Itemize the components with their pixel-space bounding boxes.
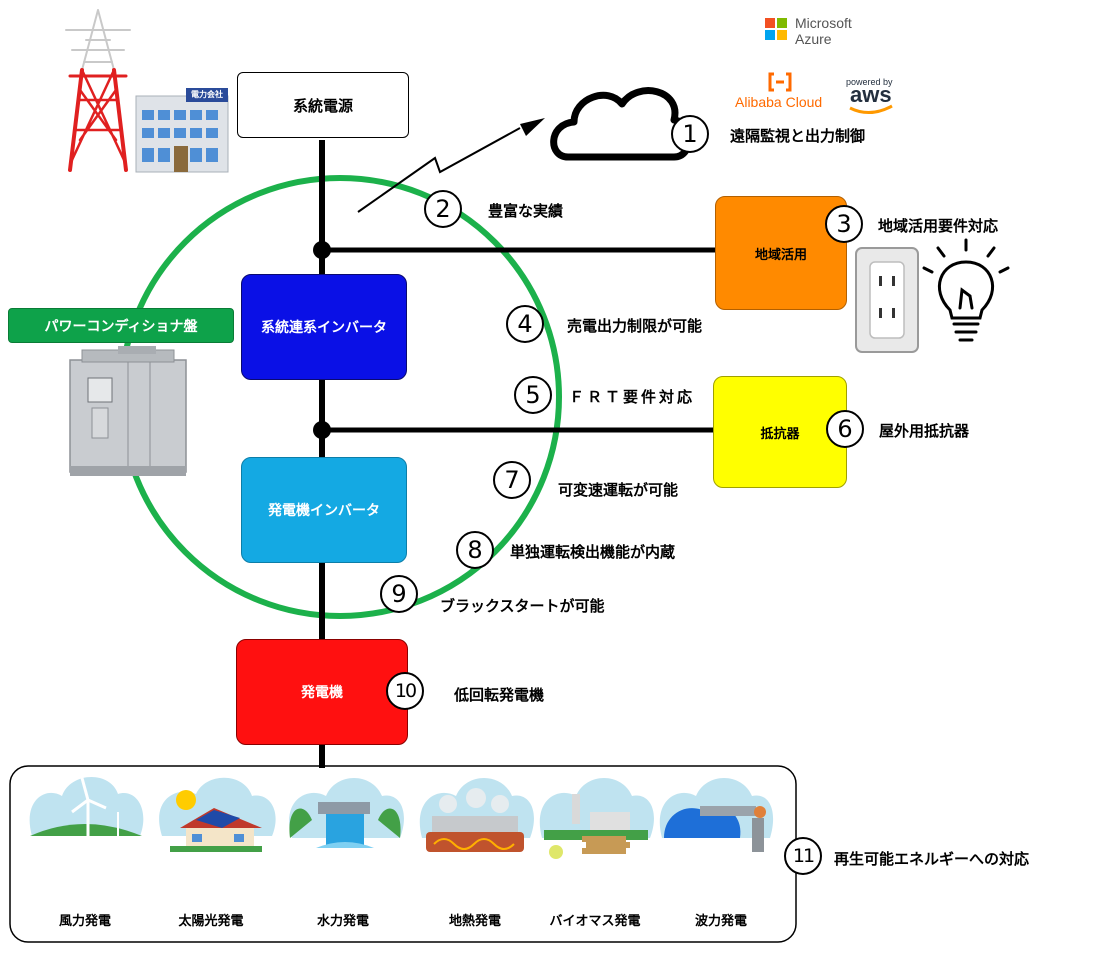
grid-inverter-box: 系統連系インバータ [241, 274, 407, 380]
feature-10-number: 10 [386, 672, 424, 710]
geothermal-plant-icon [419, 778, 534, 852]
communication-arrowhead [520, 118, 545, 136]
wave-power-icon [659, 778, 774, 852]
local-use-box: 地域活用 [715, 196, 847, 310]
resistor-box: 抵抗器 [713, 376, 847, 488]
feature-4-number: 4 [506, 305, 544, 343]
pcs-cabinet-icon [69, 346, 187, 476]
light-bulb-icon [922, 238, 1010, 342]
aws-powered-by-text: powered by [846, 77, 893, 87]
feature-1-number: 1 [671, 115, 709, 153]
feature-8-label: 単独運転検出機能が内蔵 [510, 543, 676, 561]
feature-8-number: 8 [456, 531, 494, 569]
aws-logo-text: aws [850, 82, 892, 107]
feature-11-number: 11 [784, 837, 822, 875]
communication-link [357, 127, 521, 213]
generator-box: 発電機 [236, 639, 408, 745]
feature-5-label: ＦＲＴ要件対応 [569, 388, 696, 406]
feature-7-number: 7 [493, 461, 531, 499]
dam-icon [289, 778, 404, 848]
power-outlet-icon [855, 247, 919, 353]
feature-2-label: 豊富な実績 [488, 202, 564, 220]
source-label-wind: 風力発電 [58, 914, 111, 929]
alibaba-logo-icon [768, 72, 792, 92]
feature-10-label: 低回転発電機 [454, 686, 545, 704]
feature-3-label: 地域活用要件対応 [878, 217, 999, 235]
feature-2-number: 2 [424, 190, 462, 228]
pcs-panel-label: パワーコンディショナ盤 [8, 308, 234, 343]
microsoft-logo-text: Microsoft [795, 15, 852, 31]
feature-4-label: 売電出力制限が可能 [567, 317, 703, 335]
wind-turbine-icon [29, 776, 144, 836]
feature-5-number: 5 [514, 376, 552, 414]
biomass-plant-icon [539, 778, 654, 859]
feature-11-label: 再生可能エネルギーへの対応 [834, 850, 1030, 868]
feature-7-label: 可変速運転が可能 [558, 481, 679, 499]
junction-dot-upper [313, 241, 331, 259]
alibaba-logo-text: Alibaba Cloud [735, 94, 823, 110]
feature-1-label: 遠隔監視と出力制御 [730, 127, 866, 145]
feature-6-label: 屋外用抵抗器 [879, 422, 970, 440]
source-label-hydro: 水力発電 [316, 914, 369, 929]
azure-logo-text: Azure [795, 31, 832, 47]
generator-inverter-box: 発電機インバータ [241, 457, 407, 563]
junction-dot-lower [313, 421, 331, 439]
solar-house-icon [159, 777, 276, 852]
source-label-wave: 波力発電 [694, 914, 747, 929]
power-company-building-icon [135, 88, 229, 173]
transmission-tower-icon [65, 9, 131, 172]
microsoft-logo-icon [765, 18, 787, 40]
company-sign: 電力会社 [191, 90, 223, 99]
grid-power-box: 系統電源 [237, 72, 409, 138]
source-label-geothermal: 地熱発電 [448, 914, 501, 929]
aws-smile-icon [849, 104, 893, 114]
feature-3-number: 3 [825, 205, 863, 243]
cloud-icon [550, 87, 693, 161]
feature-6-number: 6 [826, 410, 864, 448]
source-label-solar: 太陽光発電 [178, 914, 244, 929]
source-label-biomass: バイオマス発電 [549, 914, 641, 929]
feature-9-number: 9 [380, 575, 418, 613]
feature-9-label: ブラックスタートが可能 [440, 597, 605, 615]
